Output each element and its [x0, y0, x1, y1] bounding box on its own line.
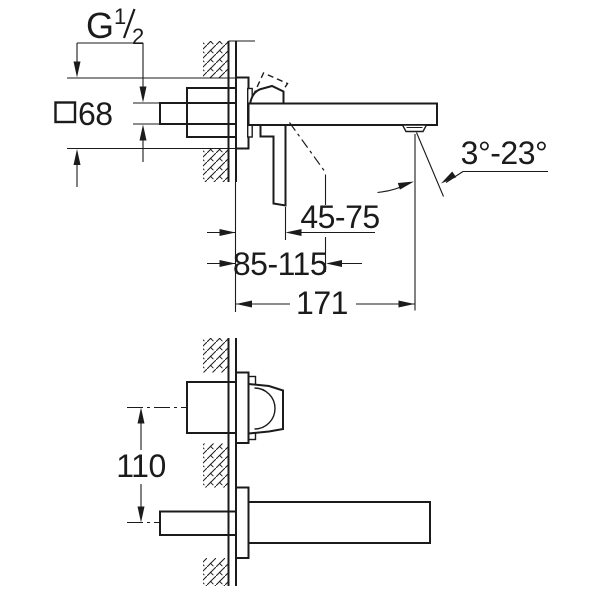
dim-thread-bottom-arrow — [139, 124, 147, 141]
fraction-slash — [122, 8, 136, 39]
wall-hatch-lower-bottom — [203, 558, 229, 586]
dim-110-bottom-arrow — [137, 506, 145, 523]
center-distance-label: 110 — [116, 448, 166, 484]
spout-angle-label: 3°-23° — [461, 135, 548, 171]
angle-tilt-line — [415, 132, 445, 197]
depth-range-label: 85-115 — [233, 246, 327, 282]
upper-view: G 1 2 68 3°-23° 45-75 85-115 — [54, 4, 548, 321]
spout — [247, 102, 438, 126]
dim-171-right-arrow — [398, 300, 415, 308]
spout-supply-pipe — [159, 510, 237, 536]
wall-hatch-lower-top — [203, 338, 229, 373]
dim-45-75-left-arrow — [219, 229, 236, 236]
thread-fraction-denominator: 2 — [132, 24, 144, 49]
thread-size-label: G — [86, 5, 114, 46]
handle-range-label: 45-75 — [300, 199, 379, 235]
wall-hatch-upper-bottom — [203, 148, 229, 182]
spout-projection-label: 171 — [296, 285, 348, 321]
escutcheon-size-label: 68 — [78, 96, 113, 132]
dim-85-115-right-arrow — [326, 260, 342, 267]
spout-side — [247, 501, 431, 544]
dim-thread-top-arrow — [139, 86, 147, 103]
dim-171-left-arrow — [236, 300, 252, 308]
angle-arc-arrow — [397, 181, 414, 190]
square-symbol-icon — [54, 101, 77, 124]
escutcheon — [235, 76, 250, 150]
handle-lever — [259, 125, 287, 207]
supply-pipe — [159, 102, 237, 125]
handle-knob — [248, 84, 285, 106]
dim-68-top-arrow — [73, 61, 81, 78]
dim-45-75-right-arrow — [285, 229, 302, 236]
dim-68-bottom-arrow — [73, 149, 81, 165]
wall-hatch-upper-top — [203, 41, 229, 78]
handle-escutcheon — [235, 371, 250, 444]
spout-escutcheon — [235, 486, 250, 559]
angle-leader-arrow — [441, 171, 457, 184]
lower-view: 110 — [116, 338, 431, 586]
dim-85-115-left-arrow — [219, 260, 236, 267]
lever-alt-position-centerline — [289, 122, 326, 173]
aerator — [401, 124, 428, 133]
thread-fraction-numerator: 1 — [114, 4, 126, 29]
wall-hatch-lower-middle — [203, 443, 229, 488]
handle-dome-arc — [254, 387, 276, 430]
